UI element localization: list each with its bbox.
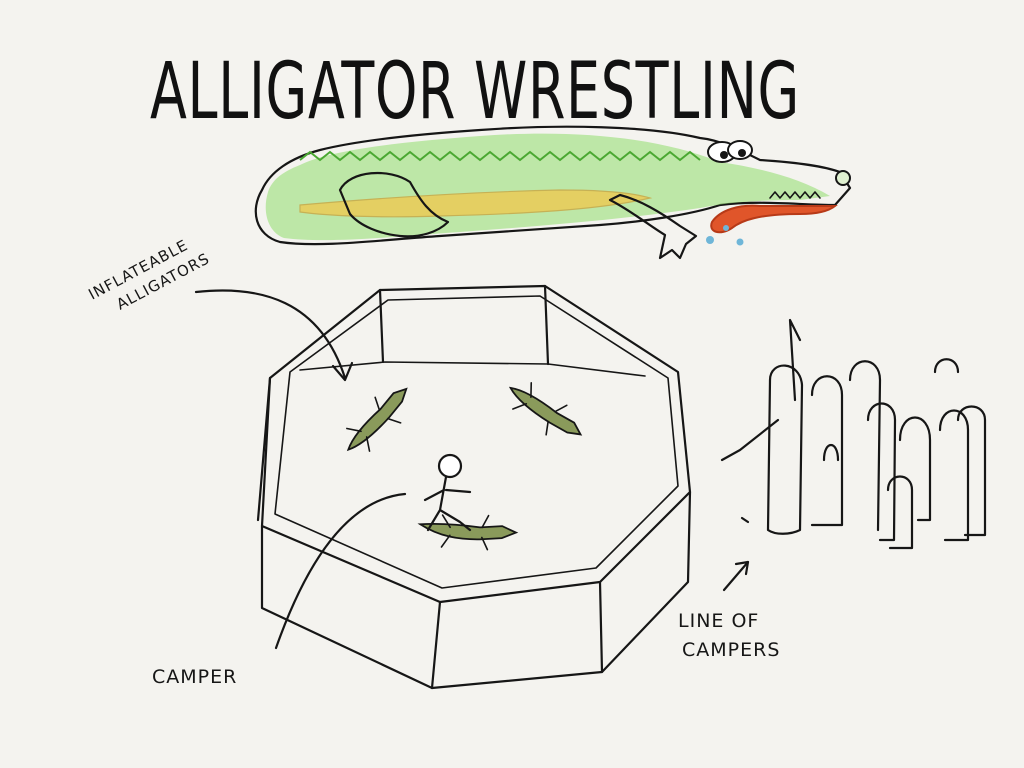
alligator-tongue	[710, 204, 838, 234]
line-of-campers-label-line1: LINE OF	[678, 610, 759, 632]
pit-wall-bottom	[260, 490, 692, 690]
pit-seam-4	[378, 288, 385, 364]
alligator-hind-leg	[338, 171, 450, 238]
inflatable-arrow	[194, 289, 347, 380]
alligator-front-leg	[608, 193, 698, 260]
drool-drop-3	[723, 225, 729, 231]
camper-figure	[423, 453, 472, 532]
alligator-snout-tip	[835, 170, 851, 186]
alligator-pupil-right	[738, 149, 746, 157]
toy-alligator-1	[346, 387, 408, 452]
drool-drop-1	[706, 236, 714, 244]
title: ALLIGATOR WRESTLING	[150, 47, 800, 137]
alligator-pupil-left	[720, 151, 728, 159]
alligator-ridge	[299, 150, 701, 162]
pit-seam-1	[430, 600, 442, 690]
pit-seam-3	[256, 376, 272, 522]
toy-alligator-2	[508, 382, 583, 436]
line-of-campers-arrow-head	[734, 560, 750, 576]
toy-alligator-3	[417, 514, 519, 551]
line-of-campers-label-line2: CAMPERS	[682, 639, 780, 661]
big-alligator-illustration	[254, 125, 852, 260]
camper-arrow	[274, 492, 407, 650]
alligator-teeth	[769, 191, 821, 199]
line-of-campers	[720, 318, 987, 550]
pit-seam-5	[543, 284, 550, 366]
pit-rim-inner	[274, 295, 679, 589]
pit-back-edge	[299, 361, 646, 377]
line-of-campers-arrow	[722, 560, 750, 592]
wrestling-pit	[256, 284, 692, 690]
drool-drop-2	[736, 238, 744, 246]
inflatable-alligators-label: INFLATEABLE ALLIGATORS	[85, 236, 212, 314]
alligator-belly	[299, 189, 653, 218]
pit-seam-2	[598, 580, 604, 674]
pit-rim-top	[260, 284, 692, 604]
inflatable-arrow-head	[331, 361, 354, 382]
camper-label: CAMPER	[152, 666, 237, 688]
